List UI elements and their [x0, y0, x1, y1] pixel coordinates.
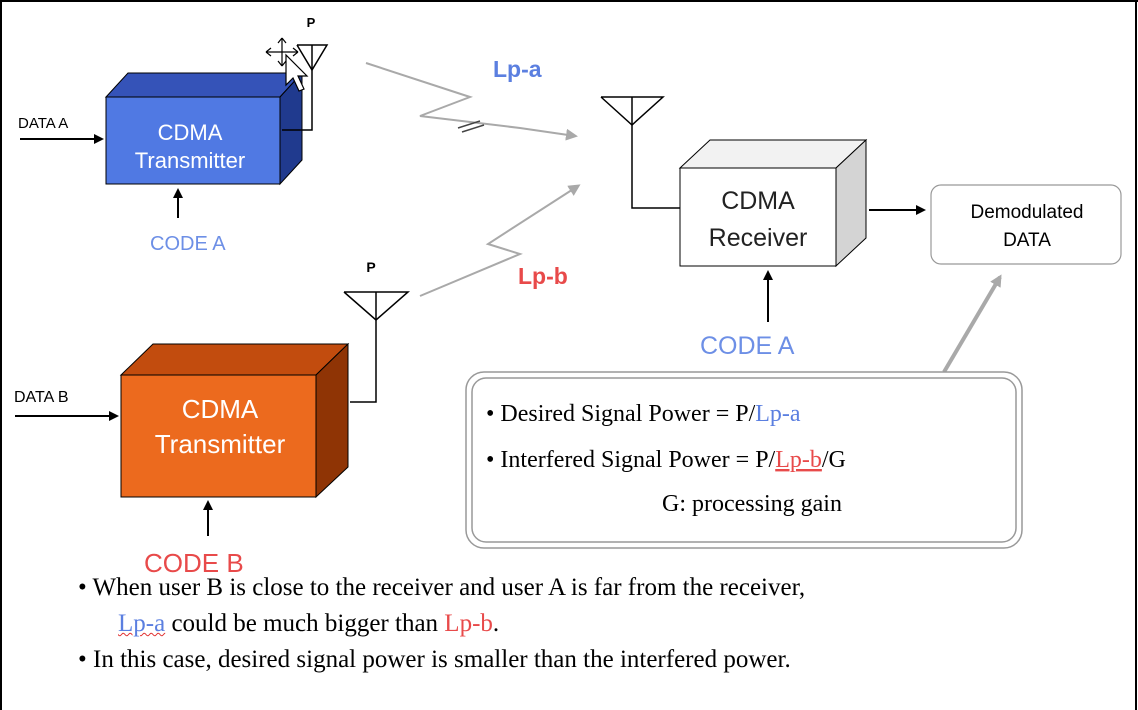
info-line-1-prefix: • Desired Signal Power = P/	[486, 401, 756, 427]
info-line-2-suffix: /G	[822, 447, 846, 473]
transmitter-b-label-2: Transmitter	[155, 429, 286, 459]
receiver-label-1: CDMA	[721, 187, 795, 215]
transmitter-a-top-face	[104, 72, 304, 98]
receiver-top-face	[678, 139, 868, 169]
transmitter-a-label-1: CDMA	[158, 120, 223, 145]
info-line-1: • Desired Signal Power = P/Lp-a	[486, 401, 801, 427]
info-line-2-term: Lp-b	[775, 447, 822, 473]
info-to-output-arrow	[942, 274, 1002, 374]
code-a-tx-label: CODE A	[150, 233, 226, 255]
demodulated-label-1: Demodulated	[970, 202, 1083, 223]
data-a-label: DATA A	[18, 115, 68, 132]
note-1-line-2: Lp-a could be much bigger than Lp-b.	[78, 606, 1128, 642]
receiver-antenna	[600, 96, 680, 209]
antenna-a	[282, 44, 329, 131]
note-1-end: .	[492, 610, 500, 637]
transmitter-b: CDMA Transmitter	[119, 342, 350, 499]
transmitter-b-top-face	[119, 343, 350, 376]
transmitter-b-label-1: CDMA	[182, 394, 259, 424]
transmitter-a-front-face	[105, 96, 281, 185]
info-line-3: G: processing gain	[662, 491, 842, 517]
antenna-b	[343, 291, 410, 403]
path-label-a: Lp-a	[493, 56, 542, 82]
info-line-2: • Interfered Signal Power = P/Lp-b/G	[486, 447, 846, 473]
antenna-a-p-label: P	[307, 15, 316, 30]
note-1-term-a: Lp-a	[118, 610, 166, 637]
notes: • When user B is close to the receiver a…	[78, 570, 1128, 678]
move-cursor-icon	[265, 37, 309, 92]
data-b-label: DATA B	[14, 389, 69, 406]
receiver: CDMA Receiver	[678, 138, 868, 268]
demodulated-data-box	[930, 184, 1122, 265]
receiver-front-face	[679, 167, 837, 267]
antenna-b-p-label: P	[366, 259, 375, 275]
demodulated-label-2: DATA	[1003, 230, 1051, 251]
transmitter-a: CDMA Transmitter	[104, 71, 304, 186]
receiver-label-2: Receiver	[709, 224, 808, 252]
note-1-term-b: Lp-b	[444, 610, 493, 637]
code-a-rx-label: CODE A	[700, 332, 795, 360]
note-1-mid: could be much bigger than	[165, 610, 445, 637]
note-2: • In this case, desired signal power is …	[78, 646, 791, 673]
transmitter-b-front-face	[120, 374, 317, 498]
signal-path-b	[419, 184, 581, 297]
info-box-inner	[471, 377, 1017, 543]
transmitter-a-label-2: Transmitter	[135, 148, 245, 173]
info-box-outer	[465, 371, 1023, 549]
signal-path-a	[365, 62, 578, 141]
info-line-2-prefix: • Interfered Signal Power = P/	[486, 447, 776, 473]
path-label-b: Lp-b	[518, 263, 568, 289]
info-line-1-term: Lp-a	[755, 401, 801, 427]
note-1-line-1: • When user B is close to the receiver a…	[78, 574, 806, 601]
code-b-tx-label: CODE B	[144, 548, 244, 578]
